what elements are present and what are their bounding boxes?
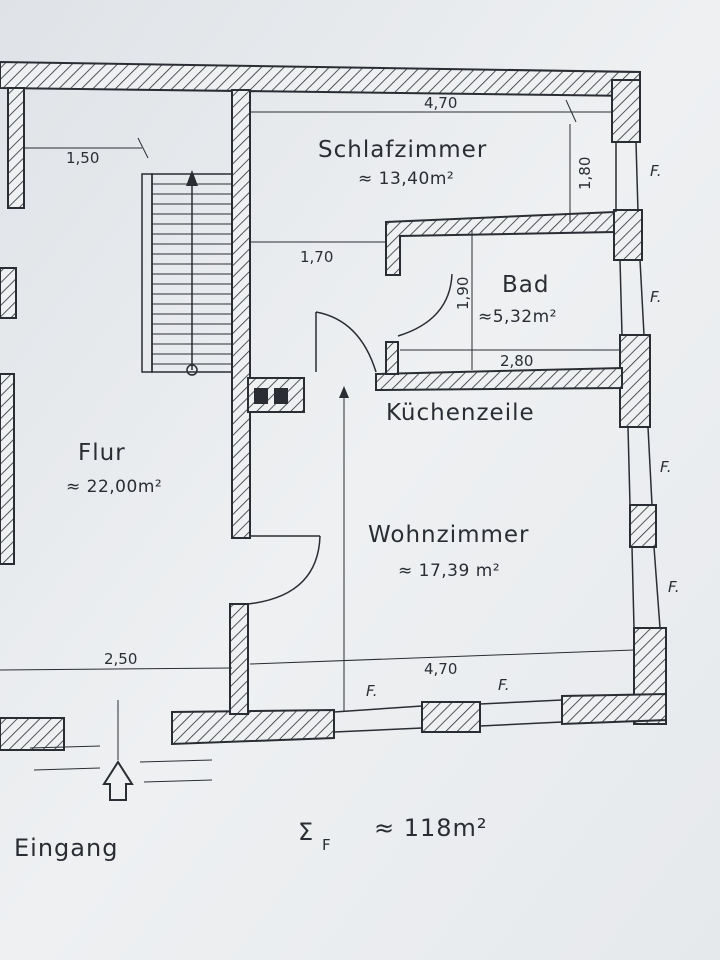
total-area-value: ≈ 118m² [374, 814, 488, 842]
room-area-wohnzimmer: ≈ 17,39 m² [398, 561, 500, 581]
wall-right-upper [611, 79, 641, 143]
chimney-flue-1 [254, 388, 268, 404]
dim-hall-width: 2,50 [104, 650, 137, 668]
wall-bath-top [385, 210, 615, 276]
window-label: F. [668, 578, 679, 596]
stair-arrow-icon [186, 170, 198, 186]
room-area-schlafzimmer: ≈ 13,40m² [358, 169, 454, 189]
wall-bath-bottom [375, 366, 623, 392]
labels: Schlafzimmer ≈ 13,40m² Bad ≈5,32m² Küche… [14, 94, 679, 862]
wall-bottom-3 [561, 692, 667, 726]
door-swing-bedroom [315, 311, 377, 373]
wall-bath-stub [385, 341, 399, 375]
wall-left-upper [7, 87, 25, 209]
wall-right-pier-1 [613, 209, 643, 261]
wall-bottom-1 [171, 708, 335, 746]
total-area-sigma: Σ [298, 818, 314, 846]
window-label: F. [498, 676, 509, 694]
dim-bedroom-depth: 1,80 [576, 157, 594, 190]
dim-bath-offset: 1,70 [300, 248, 333, 266]
room-name-schlafzimmer: Schlafzimmer [318, 137, 487, 163]
room-area-flur: ≈ 22,00m² [66, 477, 162, 497]
room-name-flur: Flur [78, 440, 126, 466]
chimney-flue-2 [274, 388, 288, 404]
walls [0, 60, 667, 751]
staircase [141, 170, 233, 376]
window-label: F. [366, 682, 377, 700]
dim-top-width: 4,70 [424, 94, 457, 112]
room-name-wohnzimmer: Wohnzimmer [368, 522, 530, 548]
wall-middle-lower [229, 603, 249, 715]
wall-bottom-2 [421, 701, 481, 733]
dim-stair-width: 1,50 [66, 149, 99, 167]
wall-left-lower [0, 373, 15, 565]
window-label: F. [660, 458, 671, 476]
doors [247, 273, 453, 605]
window-frames [333, 141, 661, 733]
dim-bath-width: 2,80 [500, 352, 533, 370]
total-area-subscript: F [322, 836, 331, 854]
room-name-bad: Bad [502, 272, 549, 298]
stair-start-circle [186, 364, 198, 376]
dimension-arrow-icon [339, 386, 349, 398]
door-swing-bath [397, 273, 453, 337]
wall-right-pier-3 [629, 504, 657, 548]
dim-living-width: 4,70 [424, 660, 457, 678]
window-label: F. [650, 162, 661, 180]
dim-bath-depth: 1,90 [454, 277, 472, 310]
room-area-bad: ≈5,32m² [478, 307, 557, 327]
entrance-label: Eingang [14, 834, 118, 862]
wall-right-pier-2 [619, 334, 651, 428]
room-name-kuechenzeile: Küchenzeile [386, 400, 535, 426]
wall-middle-upper [231, 89, 251, 539]
wall-bottom-left [0, 717, 65, 751]
window-label: F. [650, 288, 661, 306]
dimension-lines [0, 99, 635, 712]
door-swing-hall [247, 535, 321, 605]
wall-left-mid [0, 267, 17, 319]
entrance-arrow-icon [29, 700, 213, 801]
